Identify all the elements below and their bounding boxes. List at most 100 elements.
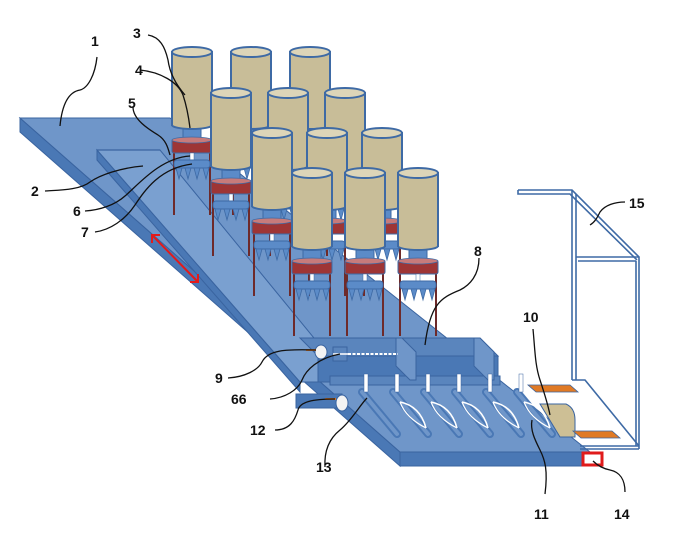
- slot-item: [389, 373, 432, 438]
- sensor-12: [335, 394, 349, 412]
- cylinder-body: [171, 51, 213, 126]
- spike: [337, 248, 345, 262]
- spike-plate: [293, 280, 331, 290]
- pin: [415, 273, 421, 282]
- label-5: 5: [128, 95, 136, 111]
- cylinder-top: [324, 87, 366, 99]
- pin: [189, 152, 195, 161]
- slot-groove-inner: [515, 390, 554, 436]
- spike: [223, 208, 231, 222]
- cylinder-unit: [397, 167, 439, 336]
- cylinder-units: [171, 46, 439, 336]
- slot-row: [358, 373, 556, 438]
- spike: [313, 288, 321, 302]
- slot-groove-inner: [453, 390, 492, 436]
- label-9: 9: [215, 370, 223, 386]
- red-band-top: [344, 257, 386, 265]
- peg: [363, 373, 369, 393]
- cylinder-body: [251, 132, 293, 207]
- spike: [392, 248, 400, 262]
- spike-plate: [346, 280, 384, 290]
- label-2: 2: [31, 183, 39, 199]
- cylinder-top: [289, 46, 331, 58]
- peg: [456, 373, 462, 393]
- cylinder-fill: [293, 240, 331, 246]
- cylinder-fill: [212, 160, 250, 166]
- cylinder-top: [291, 167, 333, 179]
- cylinder-top: [251, 127, 293, 139]
- spike: [241, 208, 249, 222]
- cylinder-fill: [346, 240, 384, 246]
- cylinder-top: [171, 46, 213, 58]
- cylinder-body: [210, 92, 252, 167]
- spike: [175, 167, 183, 181]
- pin: [362, 273, 368, 282]
- spike-plate: [212, 200, 250, 210]
- slot-blade: [523, 401, 551, 429]
- red-band-top: [210, 177, 252, 185]
- leader-lines: [44, 34, 626, 495]
- peg: [518, 373, 524, 393]
- cylinder-body: [291, 172, 333, 247]
- red-band-top: [397, 257, 439, 265]
- slot-blade: [461, 401, 489, 429]
- spike: [348, 288, 356, 302]
- label-14: 14: [614, 506, 630, 522]
- slot-blade: [492, 401, 520, 429]
- red-band-top: [171, 136, 213, 144]
- spike: [202, 167, 210, 181]
- spike: [366, 288, 374, 302]
- label-11: 11: [534, 506, 549, 522]
- labels: 1 2 3 4 5 6 7 8 9 10 11 12 13 14 15 66: [31, 25, 645, 522]
- peg: [394, 373, 400, 393]
- spike: [295, 288, 303, 302]
- slot-groove-inner: [391, 390, 430, 436]
- spike: [322, 288, 330, 302]
- cylinder-fill: [291, 119, 329, 125]
- cylinder-fill: [253, 200, 291, 206]
- spike: [193, 167, 201, 181]
- spike: [328, 248, 336, 262]
- cylinder-top: [361, 127, 403, 139]
- spike: [282, 248, 290, 262]
- tray-area: [526, 384, 622, 439]
- cylinder-body: [344, 172, 386, 247]
- label-1: 1: [91, 33, 99, 49]
- slot-item: [482, 373, 525, 438]
- spike-plate: [399, 280, 437, 290]
- slot-blade: [523, 401, 551, 429]
- cylinder-unit: [210, 87, 252, 256]
- orange-pad-bottom: [571, 430, 622, 439]
- peg: [425, 373, 431, 393]
- sensor-12-mount: [295, 393, 349, 412]
- spike: [410, 288, 418, 302]
- cylinder-fill: [173, 119, 211, 125]
- cylinder-top: [344, 167, 386, 179]
- cylinder-fill: [399, 240, 437, 246]
- slot-blade: [461, 401, 489, 429]
- label-8: 8: [474, 243, 482, 259]
- label-13: 13: [316, 459, 332, 475]
- spike: [428, 288, 436, 302]
- slot-blade: [492, 401, 520, 429]
- slot-groove-inner: [422, 390, 461, 436]
- slot-groove-inner: [360, 390, 399, 436]
- spike-plate: [253, 240, 291, 250]
- pin: [309, 273, 315, 282]
- slot-item: [420, 373, 463, 438]
- label-4: 4: [135, 62, 143, 78]
- label-7: 7: [81, 224, 89, 240]
- slot-item: [513, 373, 556, 438]
- slot-item: [358, 373, 401, 438]
- slot-blade: [430, 401, 458, 429]
- spike: [273, 248, 281, 262]
- sensor-9: [314, 344, 328, 360]
- label-10: 10: [523, 309, 539, 325]
- spike: [214, 208, 222, 222]
- cylinder-top: [397, 167, 439, 179]
- spike: [184, 167, 192, 181]
- pin: [228, 193, 234, 202]
- cylinder-unit: [291, 167, 333, 336]
- label-15: 15: [629, 195, 645, 211]
- red-band-top: [291, 257, 333, 265]
